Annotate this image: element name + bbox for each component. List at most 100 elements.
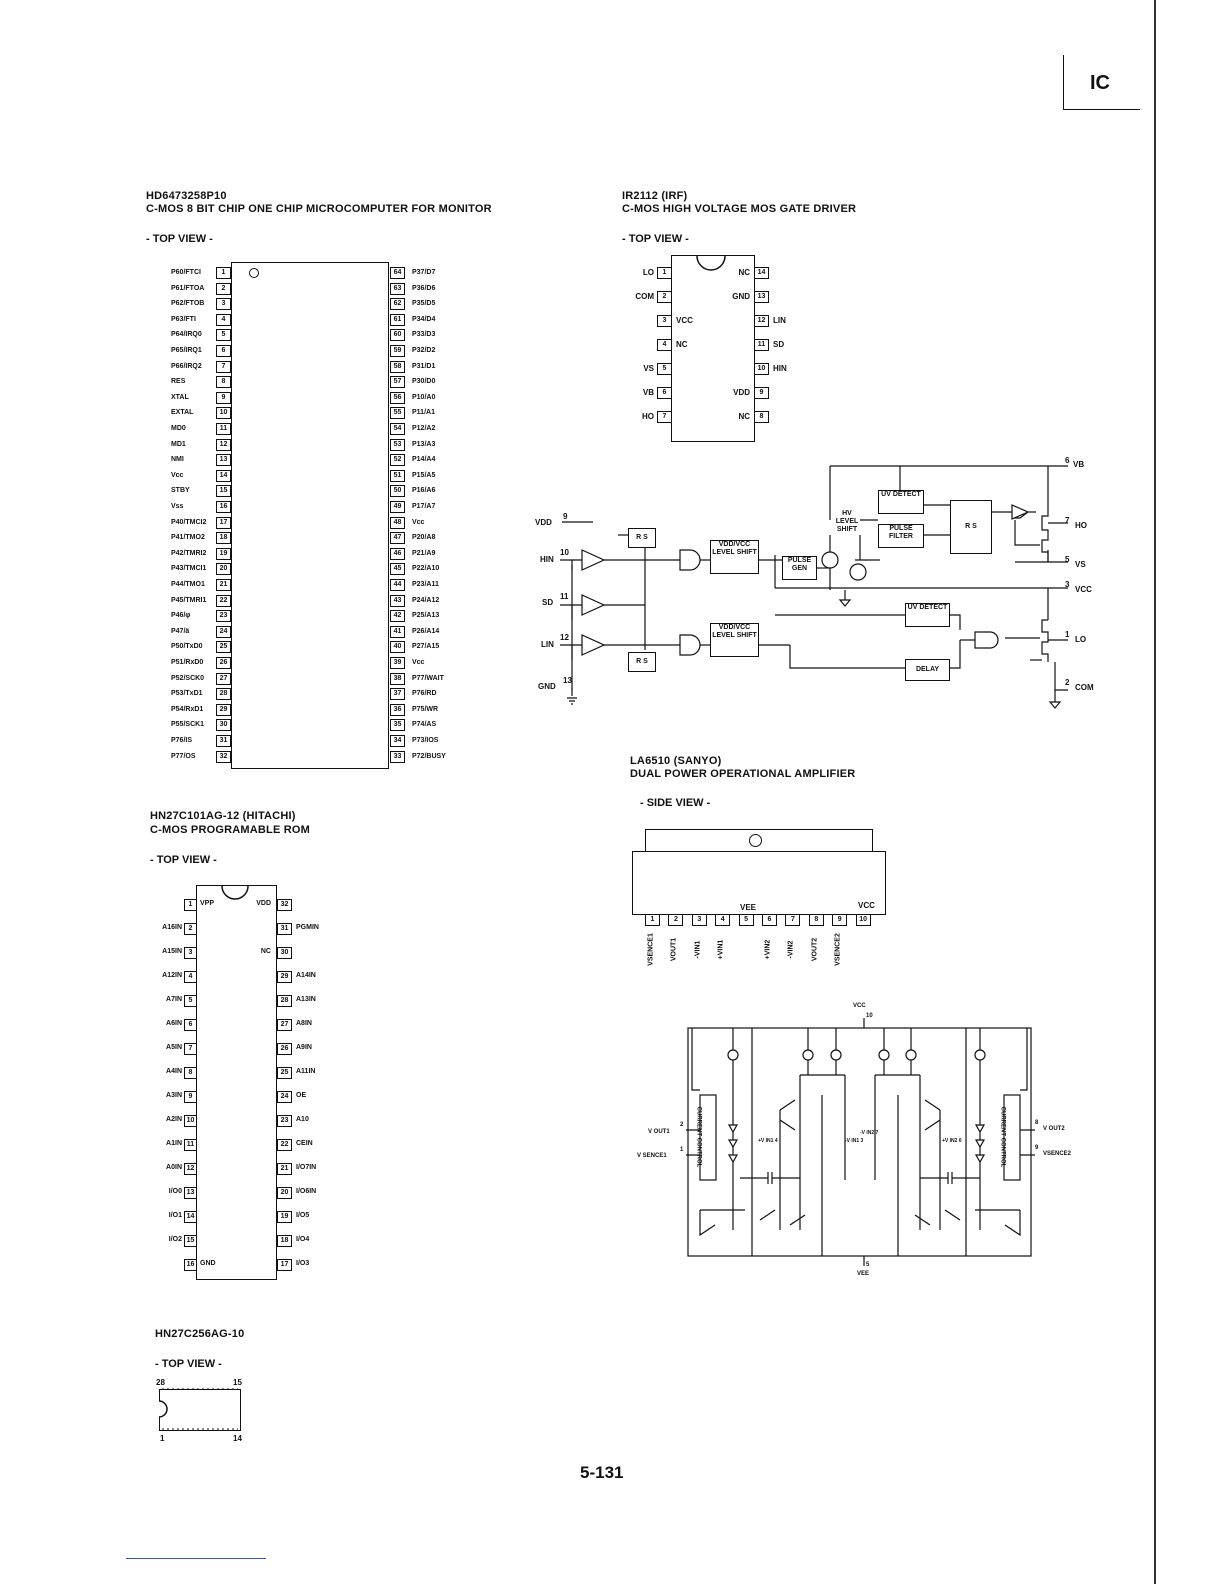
ir-right-pin-label: LIN [773, 316, 786, 325]
la-pin-num: 3 [691, 914, 707, 926]
hd-right-pin-label: P15/A5 [412, 471, 436, 479]
hd-left-pin-label: P51/RxD0 [171, 659, 204, 666]
hd-right-pin-label: P32/D2 [412, 347, 436, 354]
hn-left-pin-num: 13 [184, 1187, 197, 1199]
hd-left-pin-label: Vcc [171, 471, 184, 479]
hd-left-pin-label: P63/FTI [171, 315, 196, 323]
hn-left-pin-label: I/O0 [168, 1188, 182, 1195]
hd-left-pin-label: Vss [171, 503, 184, 510]
hd-right-pin-label: P26/A14 [412, 627, 440, 635]
ir-right-pin-num: 8 [754, 411, 769, 423]
ir-term-lo-num: 1 [1065, 630, 1070, 639]
hd-left-pin-label: P53/TxD1 [171, 690, 203, 698]
hd-right-pin-label: P33/D3 [412, 331, 436, 339]
hd-left-pin-num: 17 [216, 516, 231, 529]
hn27c256-pin15: 15 [233, 1378, 242, 1387]
la-pin-num: 9 [832, 914, 848, 926]
la-pin-num: 6 [762, 914, 777, 926]
hn-left-pin-num: 6 [184, 1019, 197, 1031]
la-sch-in2m: -V IN2 7 [860, 1130, 879, 1136]
hd-left-pin-label: MD0 [171, 425, 186, 432]
hd-right-pin-label: P75/WR [412, 705, 439, 713]
hn27c101-chip-body [196, 885, 277, 1280]
hn-right-pin-num: 28 [277, 995, 292, 1007]
ir-left-pin-num: 6 [657, 387, 672, 399]
hd-right-pin-num: 48 [390, 516, 405, 529]
hd-left-pin-num: 4 [216, 313, 231, 326]
la-pin-num: 10 [855, 914, 871, 926]
la-pin-num: 7 [785, 914, 801, 926]
ir-term-lin-num: 12 [560, 633, 569, 642]
la6510-vcc: VCC [858, 901, 875, 910]
hn-right-pin-label: I/O4 [296, 1236, 310, 1243]
hn-left-pin-label: A12IN [162, 972, 182, 979]
hd-right-pin-label: P12/A2 [412, 425, 436, 432]
ir2112-desc: C-MOS HIGH VOLTAGE MOS GATE DRIVER [622, 203, 857, 215]
la-sch-vcc: VCC [853, 1003, 866, 1009]
hd-right-pin-label: P73/IOS [412, 737, 439, 744]
hn-right-pin-num: 21 [277, 1163, 292, 1175]
ir-right-pin-label: SD [773, 340, 785, 349]
ir-term-vdd: VDD [535, 518, 552, 527]
ir-left-pin-label: VB [642, 388, 654, 397]
la-sch-vee: VEE [857, 1271, 870, 1277]
la-pin-num: 8 [808, 914, 824, 926]
hn-left-pin-num: 15 [184, 1235, 197, 1247]
hd-right-pin-label: P34/D4 [412, 315, 436, 323]
hn-right-pin-label: I/O5 [296, 1212, 310, 1219]
ir-pulse-gen: PULSE GEN [782, 556, 817, 580]
hd-right-pin-label: P22/A10 [412, 565, 440, 573]
ir-term-gnd: GND [538, 682, 556, 691]
hd-right-pin-num: 63 [390, 282, 405, 295]
ir-term-hin: HIN [540, 555, 554, 564]
hn-left-pin-label: A4IN [166, 1068, 182, 1075]
hd-left-pin-label: P60/FTCI [171, 269, 201, 276]
ir-term-com: COM [1075, 683, 1094, 692]
hn27c256-pin1: 1 [160, 1434, 165, 1443]
hn-right-pin-label: A8IN [296, 1020, 312, 1027]
hd-left-pin-num: 18 [216, 532, 231, 545]
hd-left-pin-num: 16 [216, 501, 231, 513]
hn-right-pin-label: CEIN [296, 1140, 313, 1147]
hd-right-pin-label: P23/A11 [412, 581, 439, 588]
hd-left-pin-num: 19 [216, 547, 231, 560]
hn-left-pin-num: 1 [184, 899, 197, 911]
hd-right-pin-label: Vcc [412, 518, 425, 526]
hd-right-pin-label: P11/A1 [412, 409, 435, 417]
hd-right-pin-label: Vcc [412, 659, 425, 666]
hd-right-pin-num: 43 [390, 594, 405, 607]
hn27c256-part: HN27C256AG-10 [155, 1328, 245, 1340]
la-pin-num: 5 [738, 914, 754, 926]
hd-left-pin-num: 14 [216, 469, 231, 482]
ir-hv-level-shift: HV LEVEL SHIFT [835, 510, 859, 533]
hd-left-pin-label: P61/FTOA [171, 284, 205, 292]
hd-left-pin-num: 2 [216, 282, 231, 295]
hn-left-pin-label: A2IN [166, 1116, 182, 1123]
la-cc-right: CURRENT CONTROL [999, 1106, 1006, 1168]
ir-rs-latch-high: R S [950, 500, 992, 554]
hd-left-pin-label: P52/SCK0 [171, 674, 205, 682]
ir-term-sd: SD [542, 598, 554, 607]
hn-left-pin-label: A5IN [166, 1044, 182, 1051]
hd-left-pin-label: P65/IRQ1 [171, 347, 202, 354]
hd-right-pin-num: 53 [390, 438, 405, 451]
hd-right-pin-label: P36/D6 [412, 284, 436, 292]
hd-left-pin-label: EXTAL [171, 409, 194, 417]
la-sch-vsence2: VSENCE2 [1043, 1151, 1072, 1157]
ir-left-pin-num: 3 [657, 315, 672, 327]
ir-delay: DELAY [905, 659, 950, 681]
hd-right-pin-num: 58 [390, 360, 405, 373]
hd-right-pin-label: P20/A8 [412, 534, 436, 542]
hd-left-pin-label: NMI [171, 456, 184, 464]
ir-left-inner-label: NC [676, 340, 688, 349]
hd-right-pin-label: P16/A6 [412, 487, 436, 495]
hn-right-pin-num: 32 [277, 899, 292, 911]
la-pin-num: 1 [645, 914, 660, 926]
ir-left-pin-num: 5 [657, 363, 672, 375]
hn-right-pin-num: 19 [277, 1211, 292, 1223]
la-sch-vee-num: 5 [866, 1262, 870, 1268]
hn-left-inner-label: VPP [200, 900, 215, 907]
hd-right-pin-num: 49 [390, 501, 405, 513]
hn-right-pin-num: 31 [277, 923, 292, 935]
